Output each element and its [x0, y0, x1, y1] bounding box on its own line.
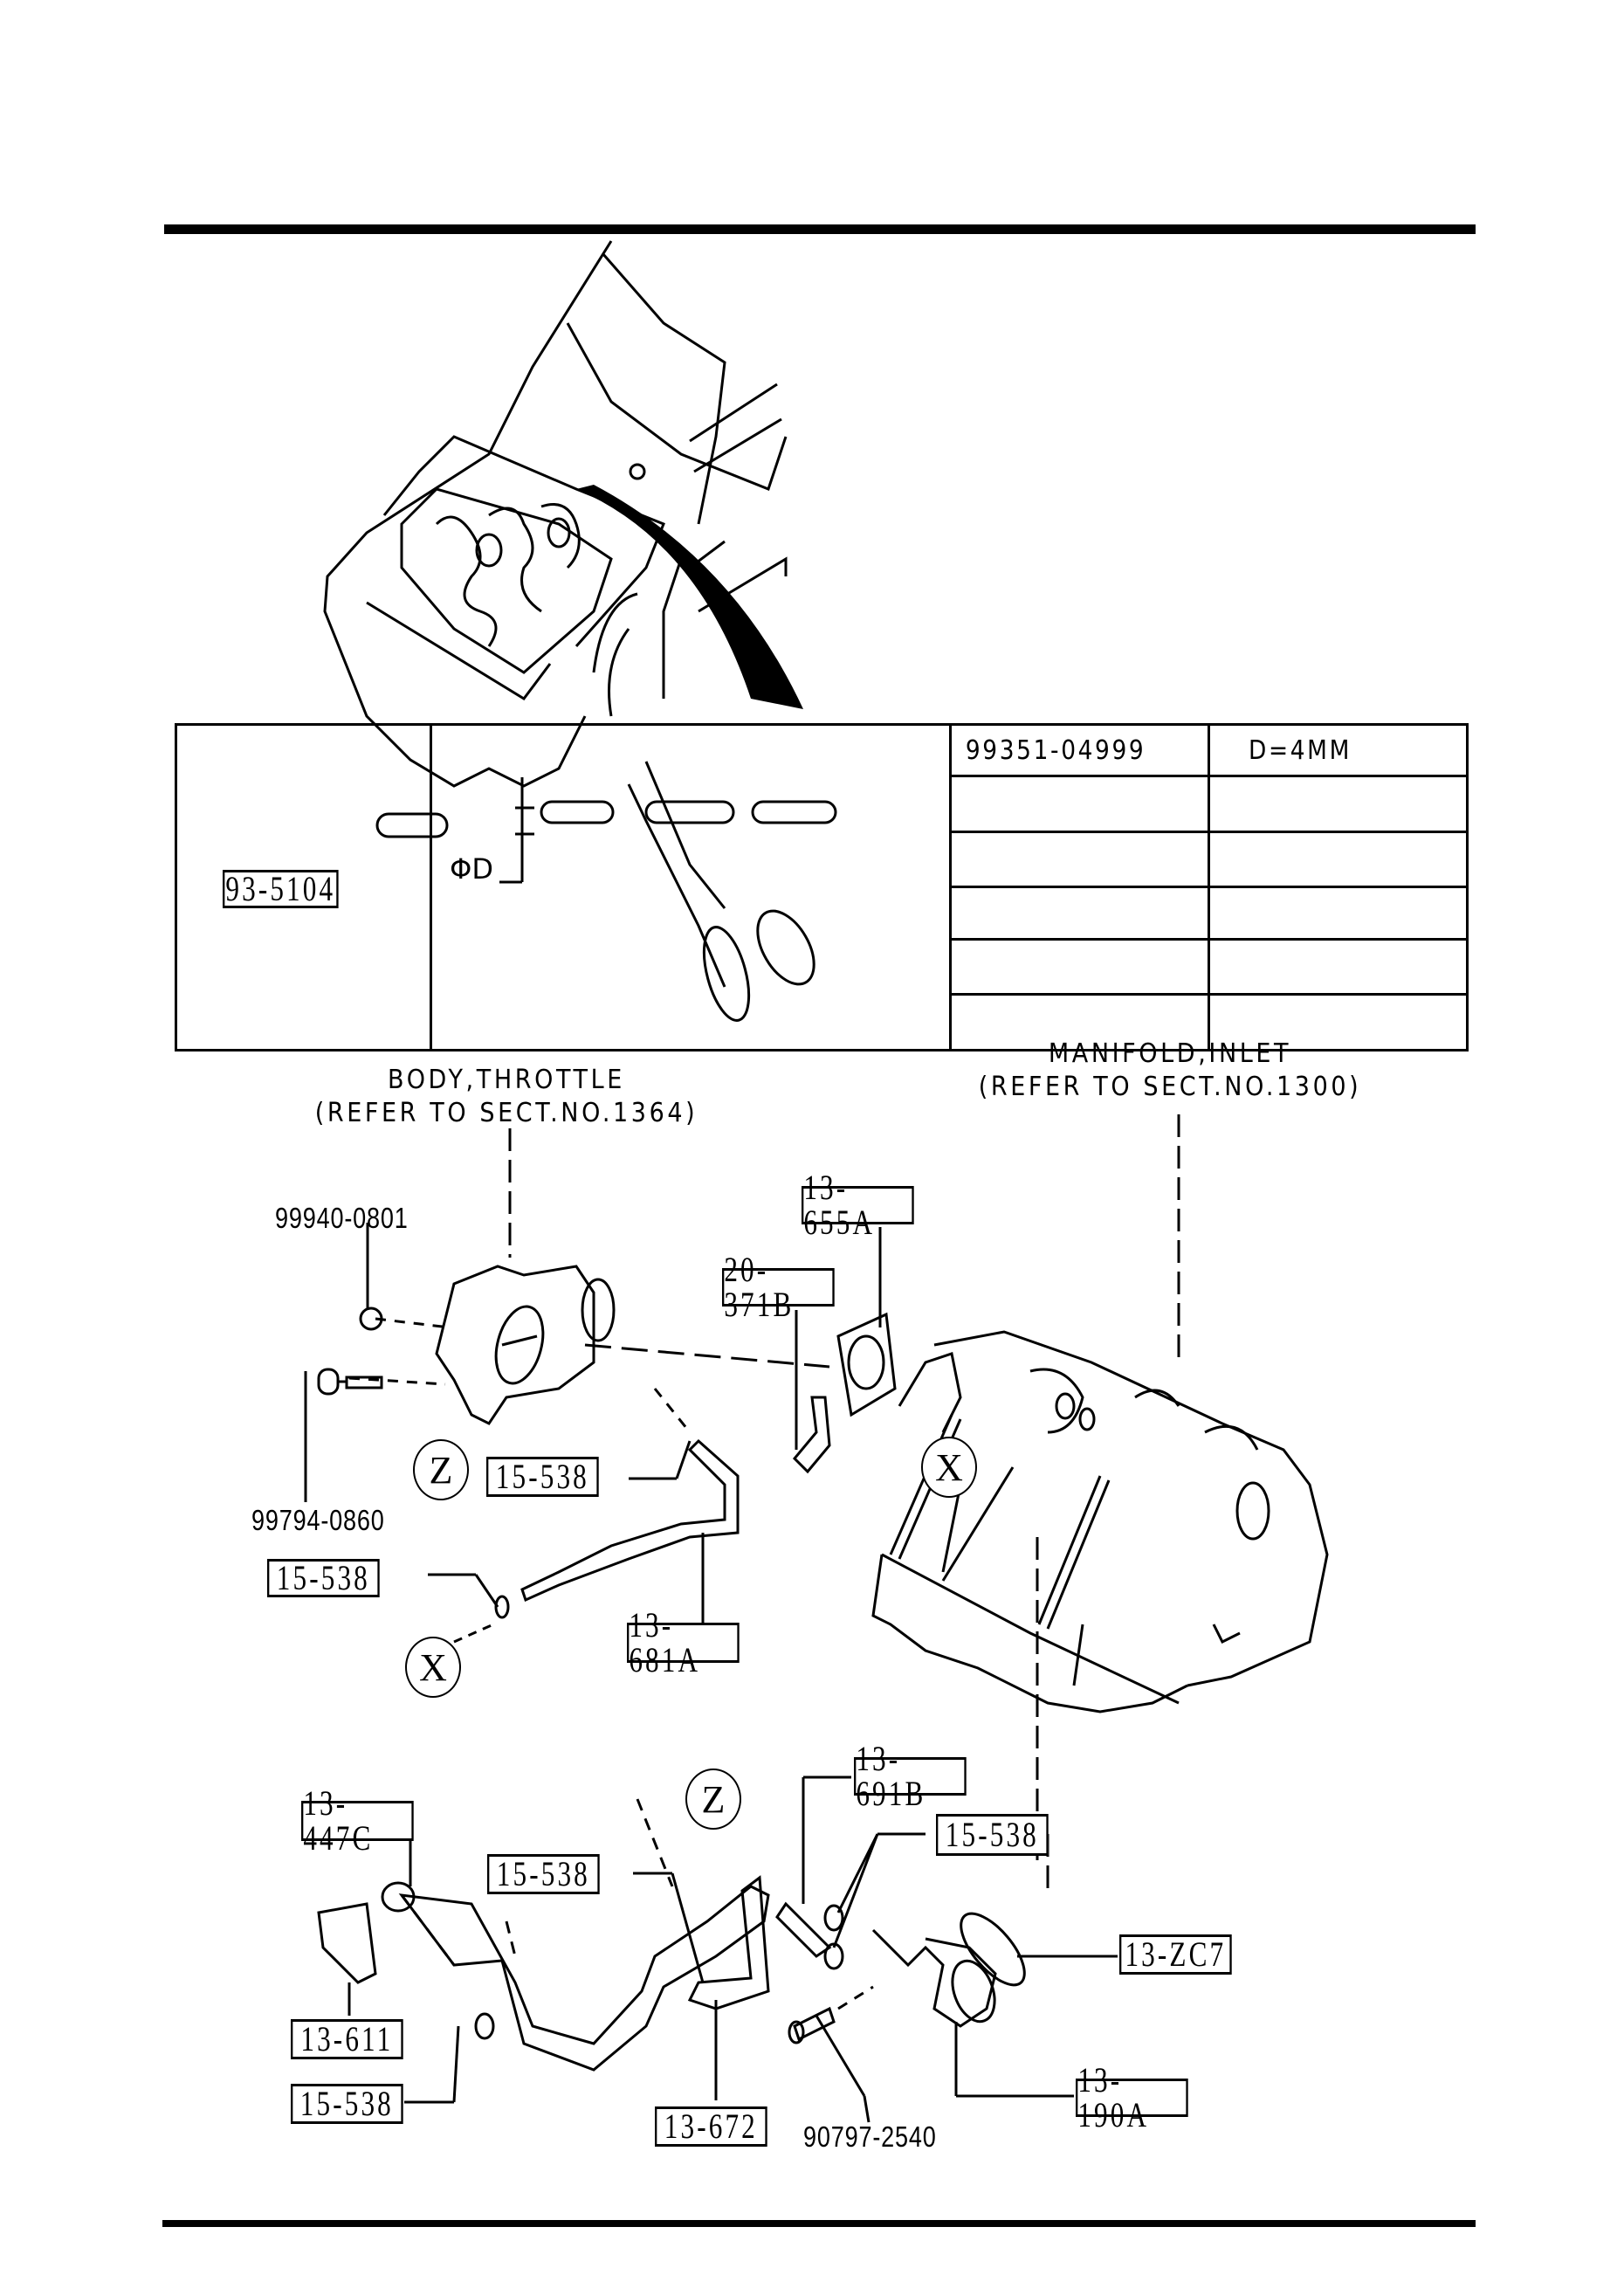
- throttle-body-drawing: [317, 1265, 616, 1425]
- lower-assembly-drawing: [317, 1798, 1026, 2072]
- leader-lines: [304, 1114, 1180, 1895]
- dimension-value: D=4MM: [1249, 734, 1352, 766]
- manifold-ref: (REFER TO SECT.NO.1300): [978, 1072, 1362, 1102]
- tool-number: 99351-04999: [966, 734, 1146, 766]
- empty-cell: [1208, 775, 1469, 833]
- label-13-190A[interactable]: 13-190A: [1076, 2063, 1188, 2133]
- callout-x-left: X: [405, 1637, 461, 1698]
- empty-cell: [949, 993, 1211, 1051]
- dimension-cell: D=4MM: [1208, 722, 1469, 778]
- manifold-drawing: [871, 1330, 1329, 1713]
- pipe-drawing: [792, 1396, 831, 1474]
- label-13-ZC7[interactable]: 13-ZC7: [1119, 1934, 1232, 1975]
- label-13-447C[interactable]: 13-447C: [301, 1786, 414, 1856]
- tool-number-cell: 99351-04999: [949, 722, 1211, 778]
- part-number-bolt-throttle: 99794-0860: [251, 1504, 385, 1536]
- label-15-538-lower[interactable]: 15-538: [291, 2084, 403, 2124]
- label-15-538-mid[interactable]: 15-538: [487, 1854, 600, 1894]
- lower-leader-lines: [348, 1775, 1118, 2123]
- manifold-name: MANIFOLD,INLET: [1048, 1038, 1292, 1069]
- label-13-691B[interactable]: 13-691B: [854, 1741, 967, 1811]
- empty-cell: [949, 775, 1211, 833]
- throttle-body-name: BODY,THROTTLE: [388, 1065, 625, 1095]
- empty-cell: [949, 886, 1211, 941]
- empty-cell: [949, 937, 1211, 996]
- spec-table: 93-5104 ΦD 99351-04999 D=4MM: [174, 722, 1469, 1051]
- pointer-wedge: [576, 485, 803, 709]
- callout-x-manifold: X: [921, 1437, 977, 1498]
- top-rule: [164, 224, 1476, 234]
- bottom-rule: [162, 2220, 1476, 2227]
- part-number-bolt-lower: 90797-2540: [803, 2120, 937, 2153]
- empty-cell: [1208, 937, 1469, 996]
- label-15-538-right[interactable]: 15-538: [936, 1814, 1049, 1856]
- label-13-681A[interactable]: 13-681A: [627, 1608, 740, 1678]
- gasket-drawing: [836, 1312, 897, 1417]
- label-13-655A[interactable]: 13-655A: [802, 1170, 914, 1240]
- throttle-body-caption: BODY,THROTTLE (REFER TO SECT.NO.1364): [286, 1064, 726, 1130]
- callout-z-upper: Z: [413, 1439, 469, 1500]
- part-code-cell: 93-5104: [174, 723, 433, 1051]
- label-13-611[interactable]: 13-611: [291, 2019, 403, 2059]
- diameter-label: ΦD: [450, 852, 493, 886]
- empty-cell: [1208, 830, 1469, 889]
- label-13-672[interactable]: 13-672: [655, 2106, 767, 2147]
- label-15-538-upper[interactable]: 15-538: [486, 1457, 599, 1497]
- car-illustration: [323, 240, 788, 788]
- manifold-caption: MANIFOLD,INLET (REFER TO SECT.NO.1300): [950, 1038, 1390, 1104]
- label-20-371B[interactable]: 20-371B: [722, 1252, 835, 1322]
- upper-hose-drawing: [520, 1438, 740, 1603]
- empty-cell: [949, 830, 1211, 889]
- label-15-538-left[interactable]: 15-538: [267, 1559, 380, 1597]
- part-number-nut: 99940-0801: [275, 1202, 409, 1234]
- empty-cell: [1208, 993, 1469, 1051]
- part-code-label: 93-5104: [223, 870, 339, 908]
- throttle-body-ref: (REFER TO SECT.NO.1364): [314, 1098, 698, 1128]
- callout-z-lower: Z: [685, 1769, 741, 1830]
- illustration-cell: ΦD: [430, 723, 953, 1051]
- empty-cell: [1208, 886, 1469, 941]
